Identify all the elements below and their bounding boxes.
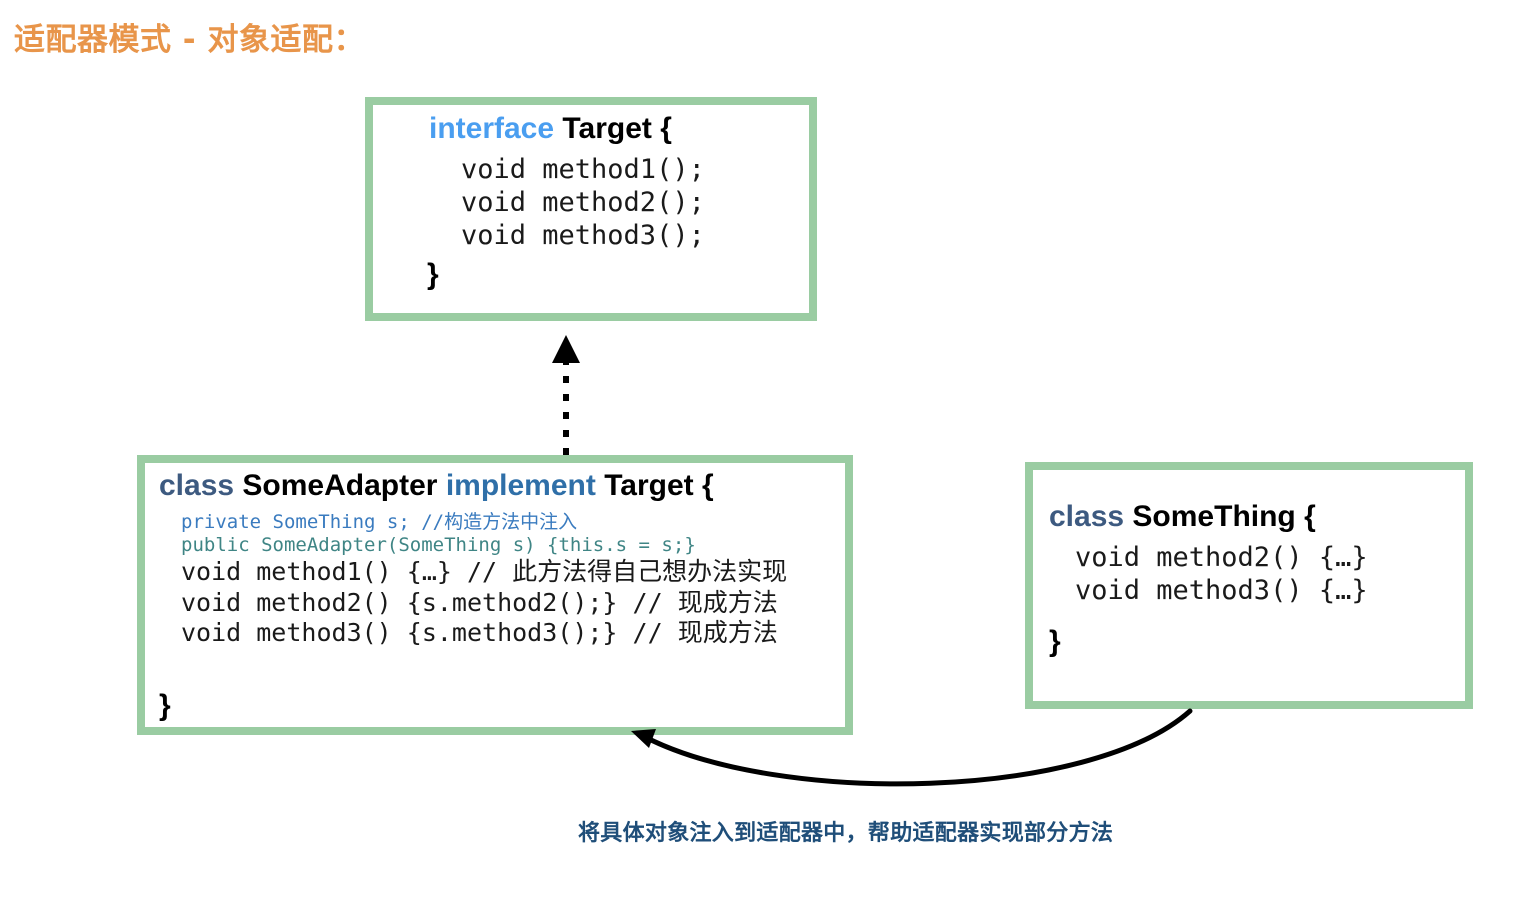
target-close-brace: } [427, 258, 439, 291]
something-method-2: void method3() {…} [1075, 574, 1368, 606]
target-method-3: void method3(); [461, 219, 705, 251]
adapter-method-1: void method1() {…} // 此方法得自己想办法实现 [181, 557, 788, 587]
something-class-box: class SomeThing { void method2() {…} voi… [1025, 462, 1473, 709]
page-title: 适配器模式 - 对象适配： [14, 22, 365, 58]
something-method-1: void method2() {…} [1075, 542, 1368, 573]
adapter-constructor-line: public SomeAdapter(SomeThing s) {this.s … [181, 534, 696, 557]
adapter-body: private SomeThing s; //构造方法中注入 public So… [181, 511, 787, 649]
something-close-brace: } [1049, 625, 1061, 658]
adapter-method-2: void method2() {s.method2();} // 现成方法 [181, 587, 778, 617]
keyword-interface: interface [429, 112, 555, 145]
adapter-box-header: class SomeAdapter implement Target { [159, 469, 714, 502]
target-class-name: Target { [562, 112, 672, 145]
diagram-caption: 将具体对象注入到适配器中，帮助适配器实现部分方法 [578, 821, 1114, 846]
adapter-field-line: private SomeThing s; //构造方法中注入 [181, 511, 578, 533]
something-class-name: SomeThing { [1132, 500, 1316, 533]
target-method-1: void method1(); [461, 154, 705, 185]
target-interface-box: interface Target { void method1(); void … [365, 97, 817, 321]
realization-arrow-icon [552, 335, 580, 455]
keyword-class: class [159, 469, 235, 502]
something-box-header: class SomeThing { [1049, 500, 1316, 533]
adapter-implemented-interface: Target { [604, 469, 714, 502]
target-method-list: void method1(); void method2(); void met… [461, 154, 705, 253]
adapter-method-3: void method3() {s.method3();} // 现成方法 [181, 618, 778, 648]
adapter-class-box: class SomeAdapter implement Target { pri… [137, 455, 853, 735]
target-method-2: void method2(); [461, 186, 705, 218]
something-method-list: void method2() {…} void method3() {…} [1075, 542, 1368, 608]
adapter-close-brace: } [159, 689, 171, 722]
adapter-class-name: SomeAdapter [242, 469, 438, 502]
target-box-header: interface Target { [429, 112, 672, 145]
keyword-class: class [1049, 500, 1125, 533]
keyword-implement: implement [445, 469, 596, 502]
